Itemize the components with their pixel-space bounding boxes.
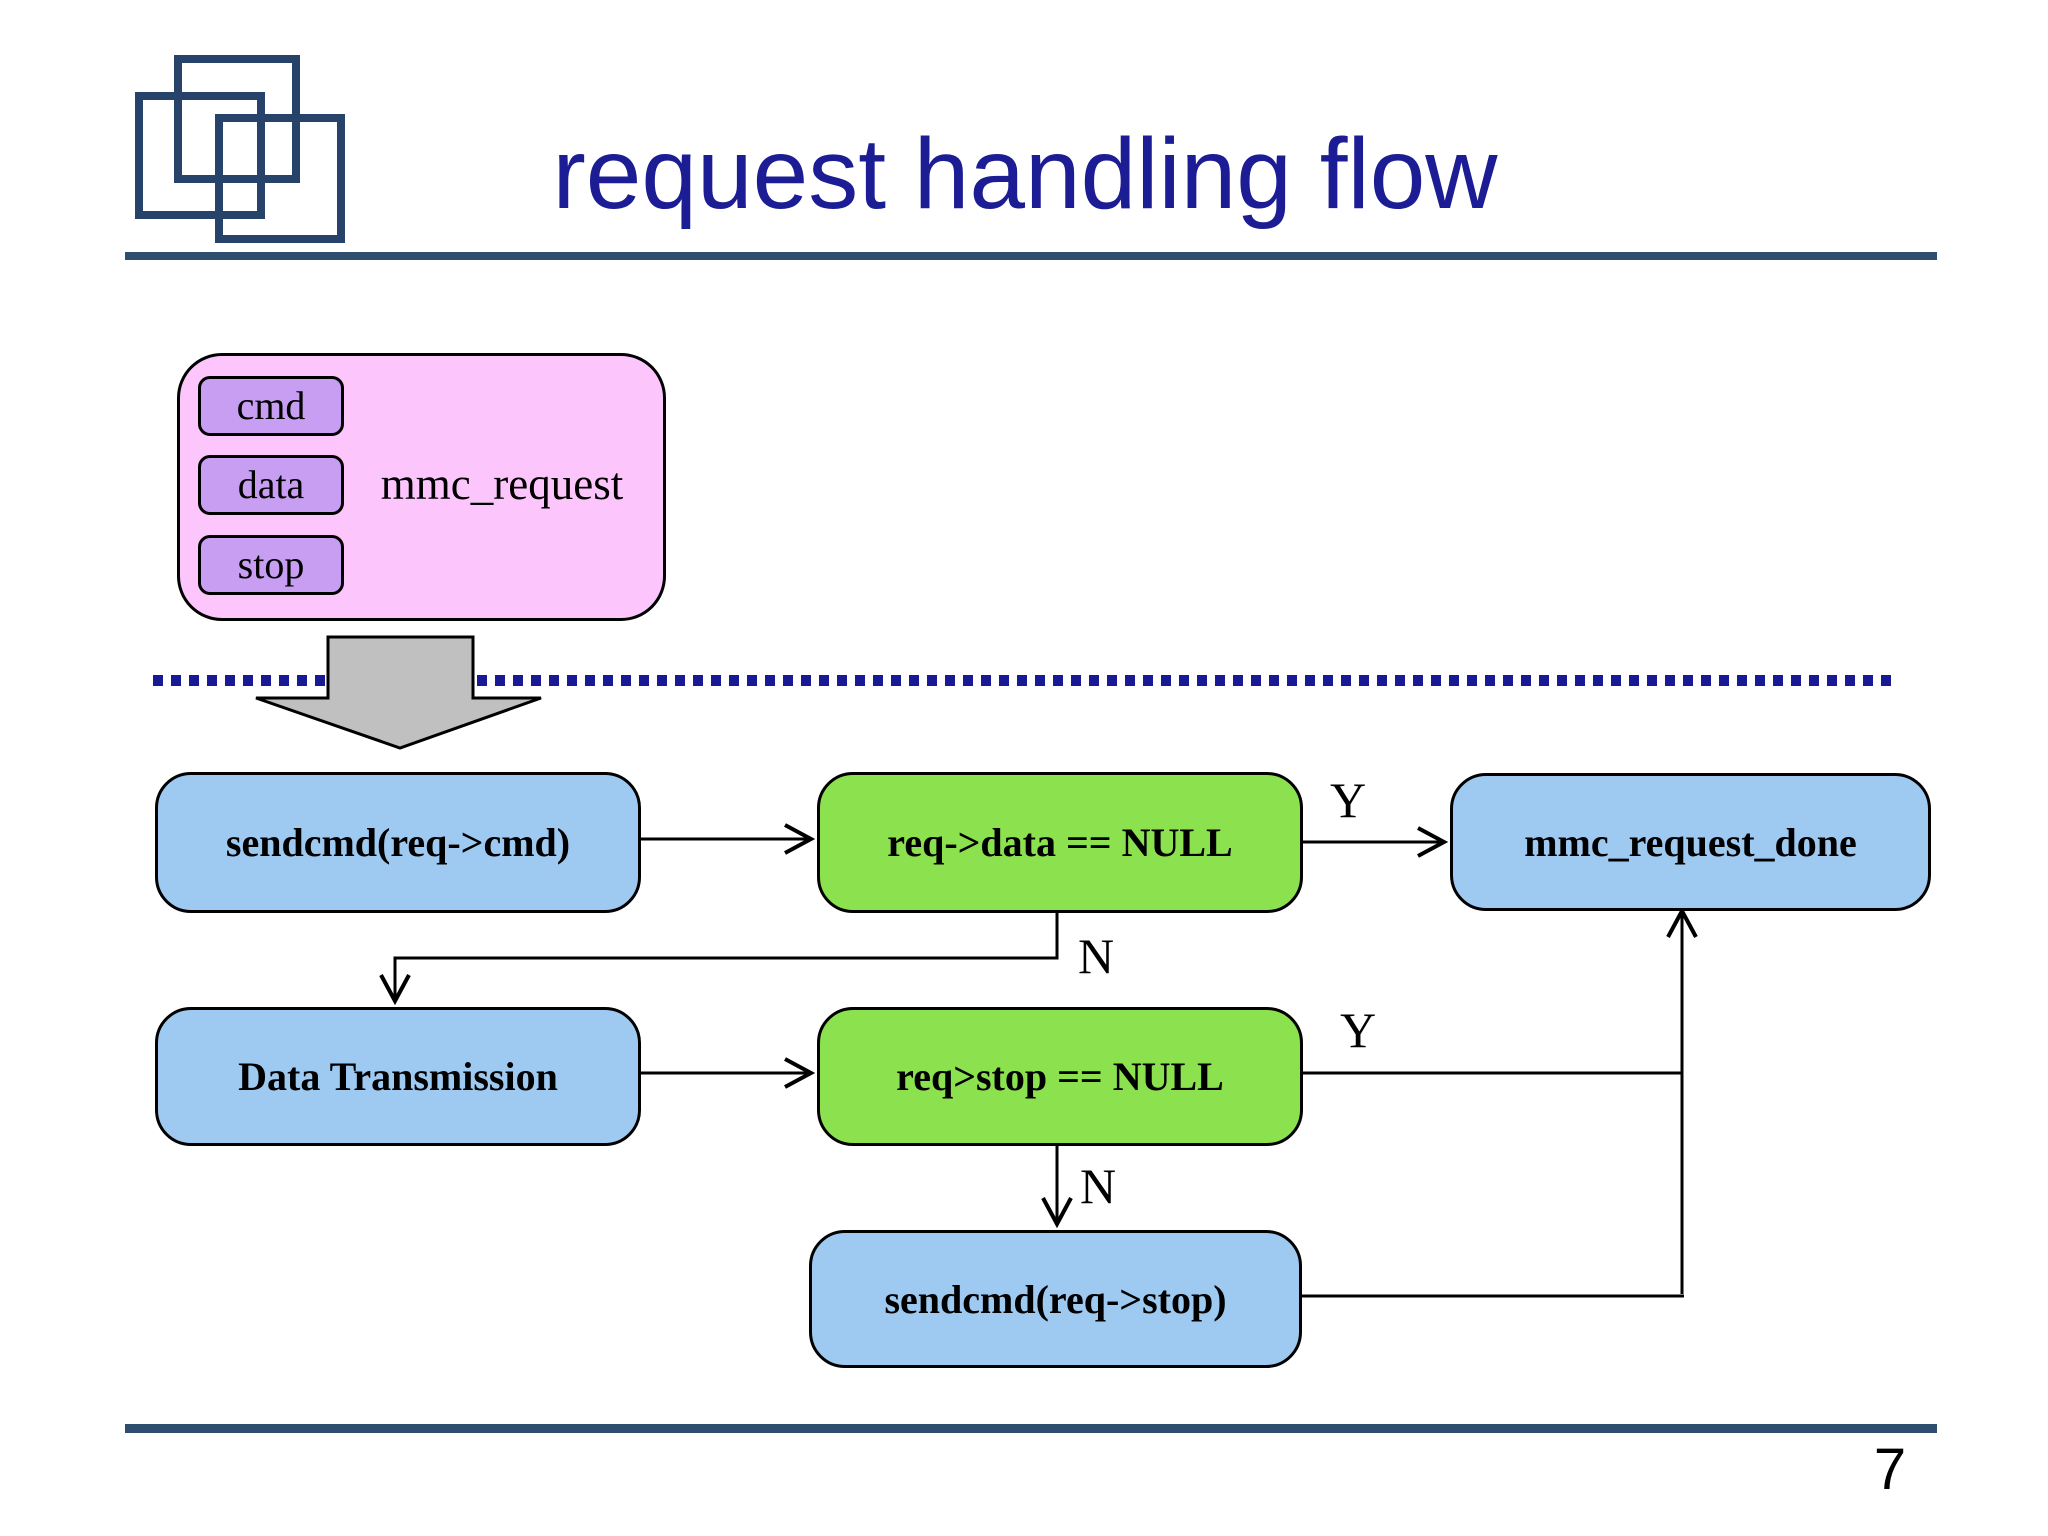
flow-node-sendcmd-stop: sendcmd(req->stop) (809, 1230, 1302, 1368)
page-number: 7 (1873, 1437, 1907, 1502)
title-rule (125, 252, 1937, 260)
struct-field-data: data (198, 455, 344, 515)
page-title: request handling flow (552, 118, 1498, 230)
flow-node-sendcmd-cmd: sendcmd(req->cmd) (155, 772, 641, 913)
struct-field-stop: stop (198, 535, 344, 595)
dotted-divider-line (153, 675, 1897, 686)
block-arrow-down-icon (255, 635, 542, 750)
flow-node-data-transmission: Data Transmission (155, 1007, 641, 1146)
branch-label-yes-2: Y (1339, 1002, 1377, 1058)
branch-label-no-2: N (1079, 1158, 1117, 1214)
branch-label-no-1: N (1077, 928, 1115, 984)
struct-field-cmd: cmd (198, 376, 344, 436)
logo-square-left-icon (135, 92, 265, 219)
flow-node-check-stop: req>stop == NULL (817, 1007, 1303, 1146)
struct-label: mmc_request (380, 459, 624, 509)
branch-label-yes-1: Y (1329, 772, 1367, 828)
bottom-rule (125, 1424, 1937, 1433)
logo-square-right-icon (215, 114, 345, 243)
flow-node-mmc-request-done: mmc_request_done (1450, 773, 1931, 911)
flow-node-check-data: req->data == NULL (817, 772, 1303, 913)
mmc-request-struct-box: cmd data stop mmc_request (177, 353, 666, 621)
